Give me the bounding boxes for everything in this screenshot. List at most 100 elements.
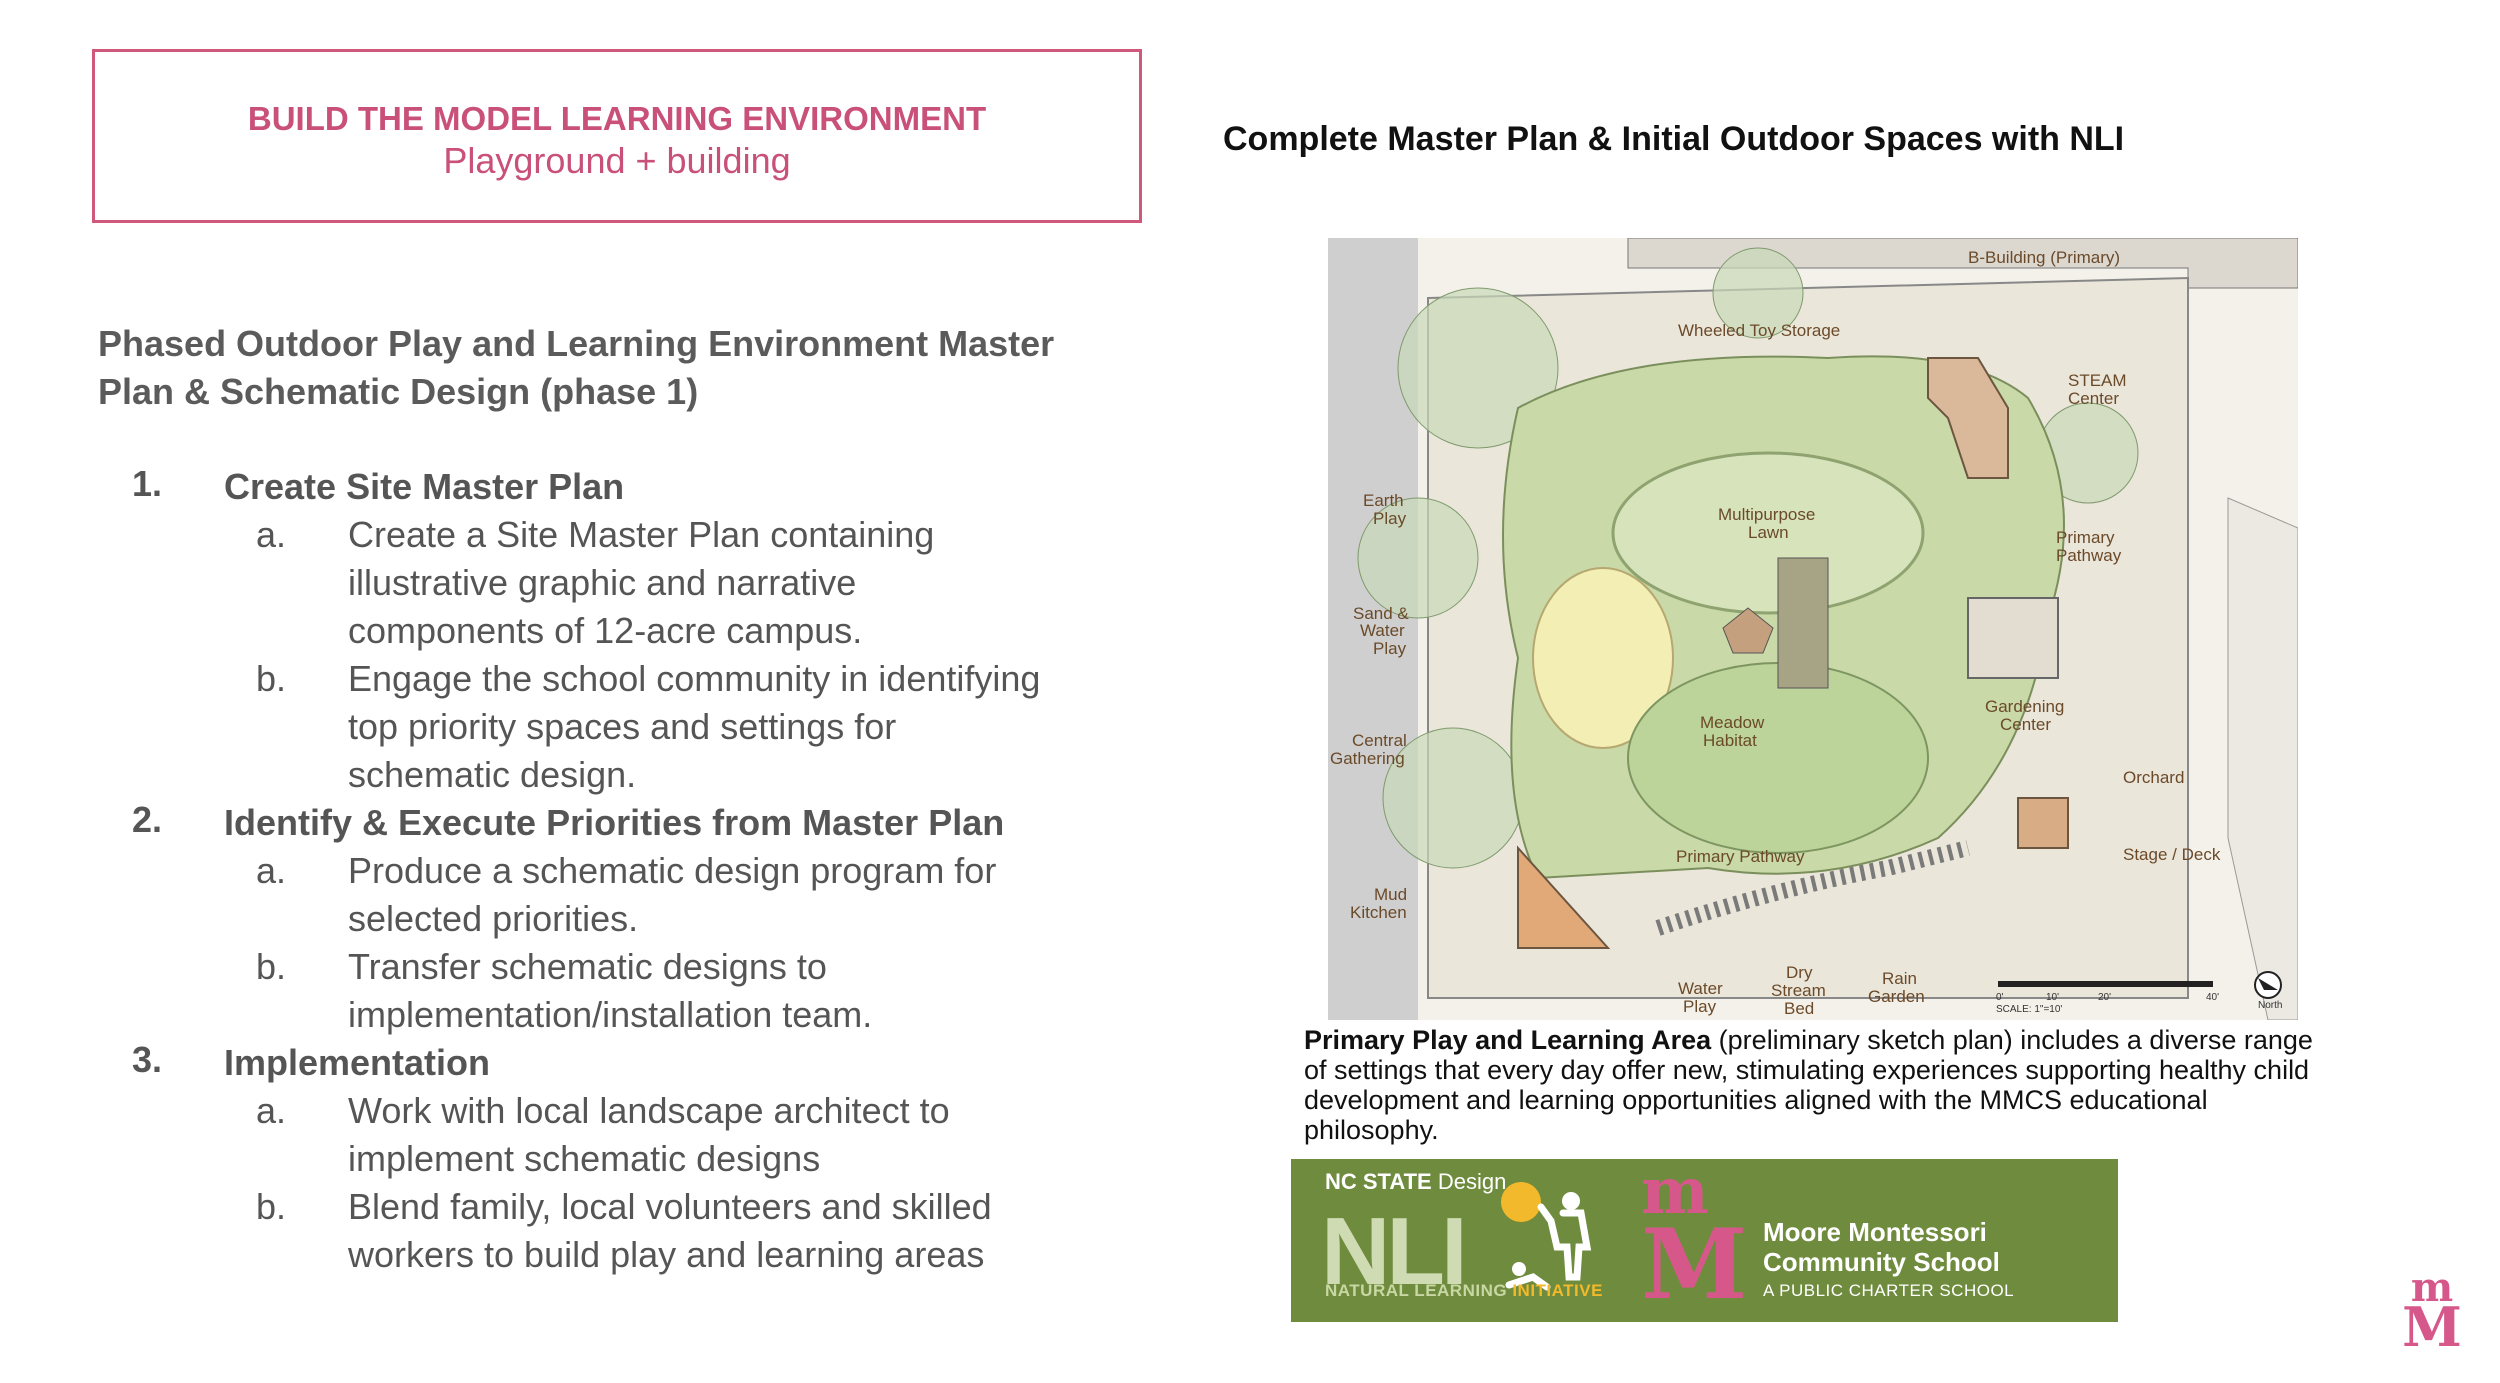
plan-label: Orchard: [2123, 768, 2184, 787]
list-item: 2. Identify & Execute Priorities from Ma…: [98, 799, 1158, 1039]
corner-mm-bottom: M: [2402, 1295, 2462, 1359]
sub-item-line: components of 12-acre campus.: [348, 610, 863, 651]
caption-text: (preliminary sketch plan) includes a div…: [1304, 1025, 2313, 1145]
sub-item-line: Transfer schematic designs to: [348, 946, 827, 987]
sub-item-line: Produce a schematic design program for: [348, 850, 997, 891]
section-heading: Phased Outdoor Play and Learning Environ…: [98, 320, 1138, 416]
nli-logo-letters: NLI: [1321, 1198, 1468, 1305]
plan-label: STEAM: [2068, 371, 2127, 390]
sub-item: a. Work with local landscape architect t…: [98, 1087, 1158, 1183]
plan-label: Garden: [1868, 987, 1925, 1006]
sub-item-line: Blend family, local volunteers and skill…: [348, 1186, 992, 1227]
plan-label: Meadow: [1700, 713, 1765, 732]
sub-item-line: Engage the school community in identifyi…: [348, 658, 1041, 699]
plan-label: Earth: [1363, 491, 1404, 510]
scale-tick-label: 10': [2046, 992, 2059, 1003]
right-title: Complete Master Plan & Initial Outdoor S…: [1223, 120, 2125, 158]
sub-item-letter: b.: [256, 946, 287, 987]
mm-logo-bottom: M: [1641, 1208, 1748, 1321]
item-title: Identify & Execute Priorities from Maste…: [224, 802, 1005, 843]
plan-label: Play: [1683, 997, 1717, 1016]
plan-label: Wheeled Toy Storage: [1678, 321, 1840, 340]
school-name: Moore Montessori Community School: [1763, 1217, 2000, 1277]
plan-label: Center: [2000, 715, 2051, 734]
nc-state-text: NC STATE: [1325, 1169, 1432, 1194]
sub-item-line: top priority spaces and settings for: [348, 706, 897, 747]
mm-logo-top: m: [1641, 1154, 1709, 1229]
item-number: 1.: [132, 463, 163, 504]
plan-label: B-Building (Primary): [1968, 248, 2120, 267]
nli-tagline: NATURAL LEARNING INITIATIVE: [1325, 1281, 1603, 1301]
item-title: Implementation: [224, 1042, 491, 1083]
plan-label: Lawn: [1748, 523, 1789, 542]
sub-item: b. Engage the school community in identi…: [98, 655, 1158, 799]
sub-item-letter: b.: [256, 1186, 287, 1227]
list-item: 1. Create Site Master Plan a. Create a S…: [98, 463, 1158, 799]
partner-logo-band: NC STATE Design NLI NATURAL LEARNING INI…: [1291, 1159, 2118, 1322]
title-box-title: BUILD THE MODEL LEARNING ENVIRONMENT: [247, 100, 987, 137]
sub-item-line: Create a Site Master Plan containing: [348, 514, 935, 555]
sub-item-line: workers to build play and learning areas: [348, 1234, 985, 1275]
plan-label: Primary Pathway: [1676, 847, 1805, 866]
scale-tick-label: 0': [1996, 992, 2004, 1003]
sub-item-line: implementation/installation team.: [348, 994, 873, 1035]
plan-caption: Primary Play and Learning Area (prelimin…: [1304, 1025, 2314, 1145]
plan-label: Mud: [1374, 885, 1407, 904]
sub-item-letter: a.: [256, 1090, 287, 1131]
title-box-subtitle: Playground + building: [443, 140, 791, 181]
corner-mm-logo: m M: [2400, 1264, 2464, 1359]
sub-item-line: Work with local landscape architect to: [348, 1090, 950, 1131]
plan-label: Stage / Deck: [2123, 845, 2221, 864]
plan-label: Central: [1352, 731, 1407, 750]
plan-label: Water: [1678, 979, 1723, 998]
design-text: Design: [1431, 1169, 1507, 1194]
school-name-line-1: Moore Montessori: [1763, 1217, 1987, 1247]
title-box: BUILD THE MODEL LEARNING ENVIRONMENT Pla…: [92, 49, 1142, 223]
sub-item: b. Transfer schematic designs to impleme…: [98, 943, 1158, 1039]
sub-item-line: selected priorities.: [348, 898, 639, 939]
site-plan-image: B-Building (Primary) Wheeled Toy Storage…: [1328, 238, 2298, 1020]
sub-item: a. Create a Site Master Plan containing …: [98, 511, 1158, 655]
mm-logo: m M: [1641, 1154, 1748, 1321]
scale-tick-label: 20': [2098, 992, 2111, 1003]
school-subtitle: A PUBLIC CHARTER SCHOOL: [1763, 1281, 2015, 1300]
sub-item-letter: a.: [256, 514, 287, 555]
corner-mm-top: m: [2410, 1264, 2454, 1311]
sub-item-line: illustrative graphic and narrative: [348, 562, 857, 603]
sub-item-letter: a.: [256, 850, 287, 891]
children-playing-icon: [1501, 1182, 1592, 1291]
plan-label: Water: [1360, 621, 1405, 640]
item-title: Create Site Master Plan: [224, 466, 625, 507]
plan-label: Center: [2068, 389, 2119, 408]
item-number: 2.: [132, 799, 163, 840]
plan-label: Gardening: [1985, 697, 2064, 716]
scale-tick-label: 40': [2206, 992, 2219, 1003]
plan-label: Play: [1373, 639, 1407, 658]
plan-label: Gathering: [1330, 749, 1405, 768]
plan-label: Dry: [1786, 963, 1813, 982]
plan-label: Play: [1373, 509, 1407, 528]
sub-item-letter: b.: [256, 658, 287, 699]
scale-label: SCALE: 1"=10': [1996, 1004, 2062, 1015]
section-heading-line-1: Phased Outdoor Play and Learning Environ…: [98, 323, 1055, 364]
outline-list: 1. Create Site Master Plan a. Create a S…: [98, 463, 1158, 1279]
plan-label: Pathway: [2056, 546, 2122, 565]
sub-item-line: schematic design.: [348, 754, 637, 795]
sub-item: b. Blend family, local volunteers and sk…: [98, 1183, 1158, 1279]
plan-label: Bed: [1784, 999, 1814, 1018]
caption-bold: Primary Play and Learning Area: [1304, 1025, 1712, 1055]
plan-label: Primary: [2056, 528, 2115, 547]
nli-tagline-b: INITIATIVE: [1512, 1281, 1603, 1300]
north-label: North: [2258, 1000, 2282, 1011]
plan-label: Kitchen: [1350, 903, 1407, 922]
sub-item: a. Produce a schematic design program fo…: [98, 847, 1158, 943]
section-heading-line-2: Plan & Schematic Design (phase 1): [98, 371, 699, 412]
item-number: 3.: [132, 1039, 163, 1080]
plan-label: Multipurpose: [1718, 505, 1815, 524]
sub-item-line: implement schematic designs: [348, 1138, 821, 1179]
school-name-line-2: Community School: [1763, 1247, 2000, 1277]
list-item: 3. Implementation a. Work with local lan…: [98, 1039, 1158, 1279]
plan-label: Sand &: [1353, 604, 1409, 623]
plan-label: Rain: [1882, 969, 1917, 988]
plan-label: Stream: [1771, 981, 1826, 1000]
